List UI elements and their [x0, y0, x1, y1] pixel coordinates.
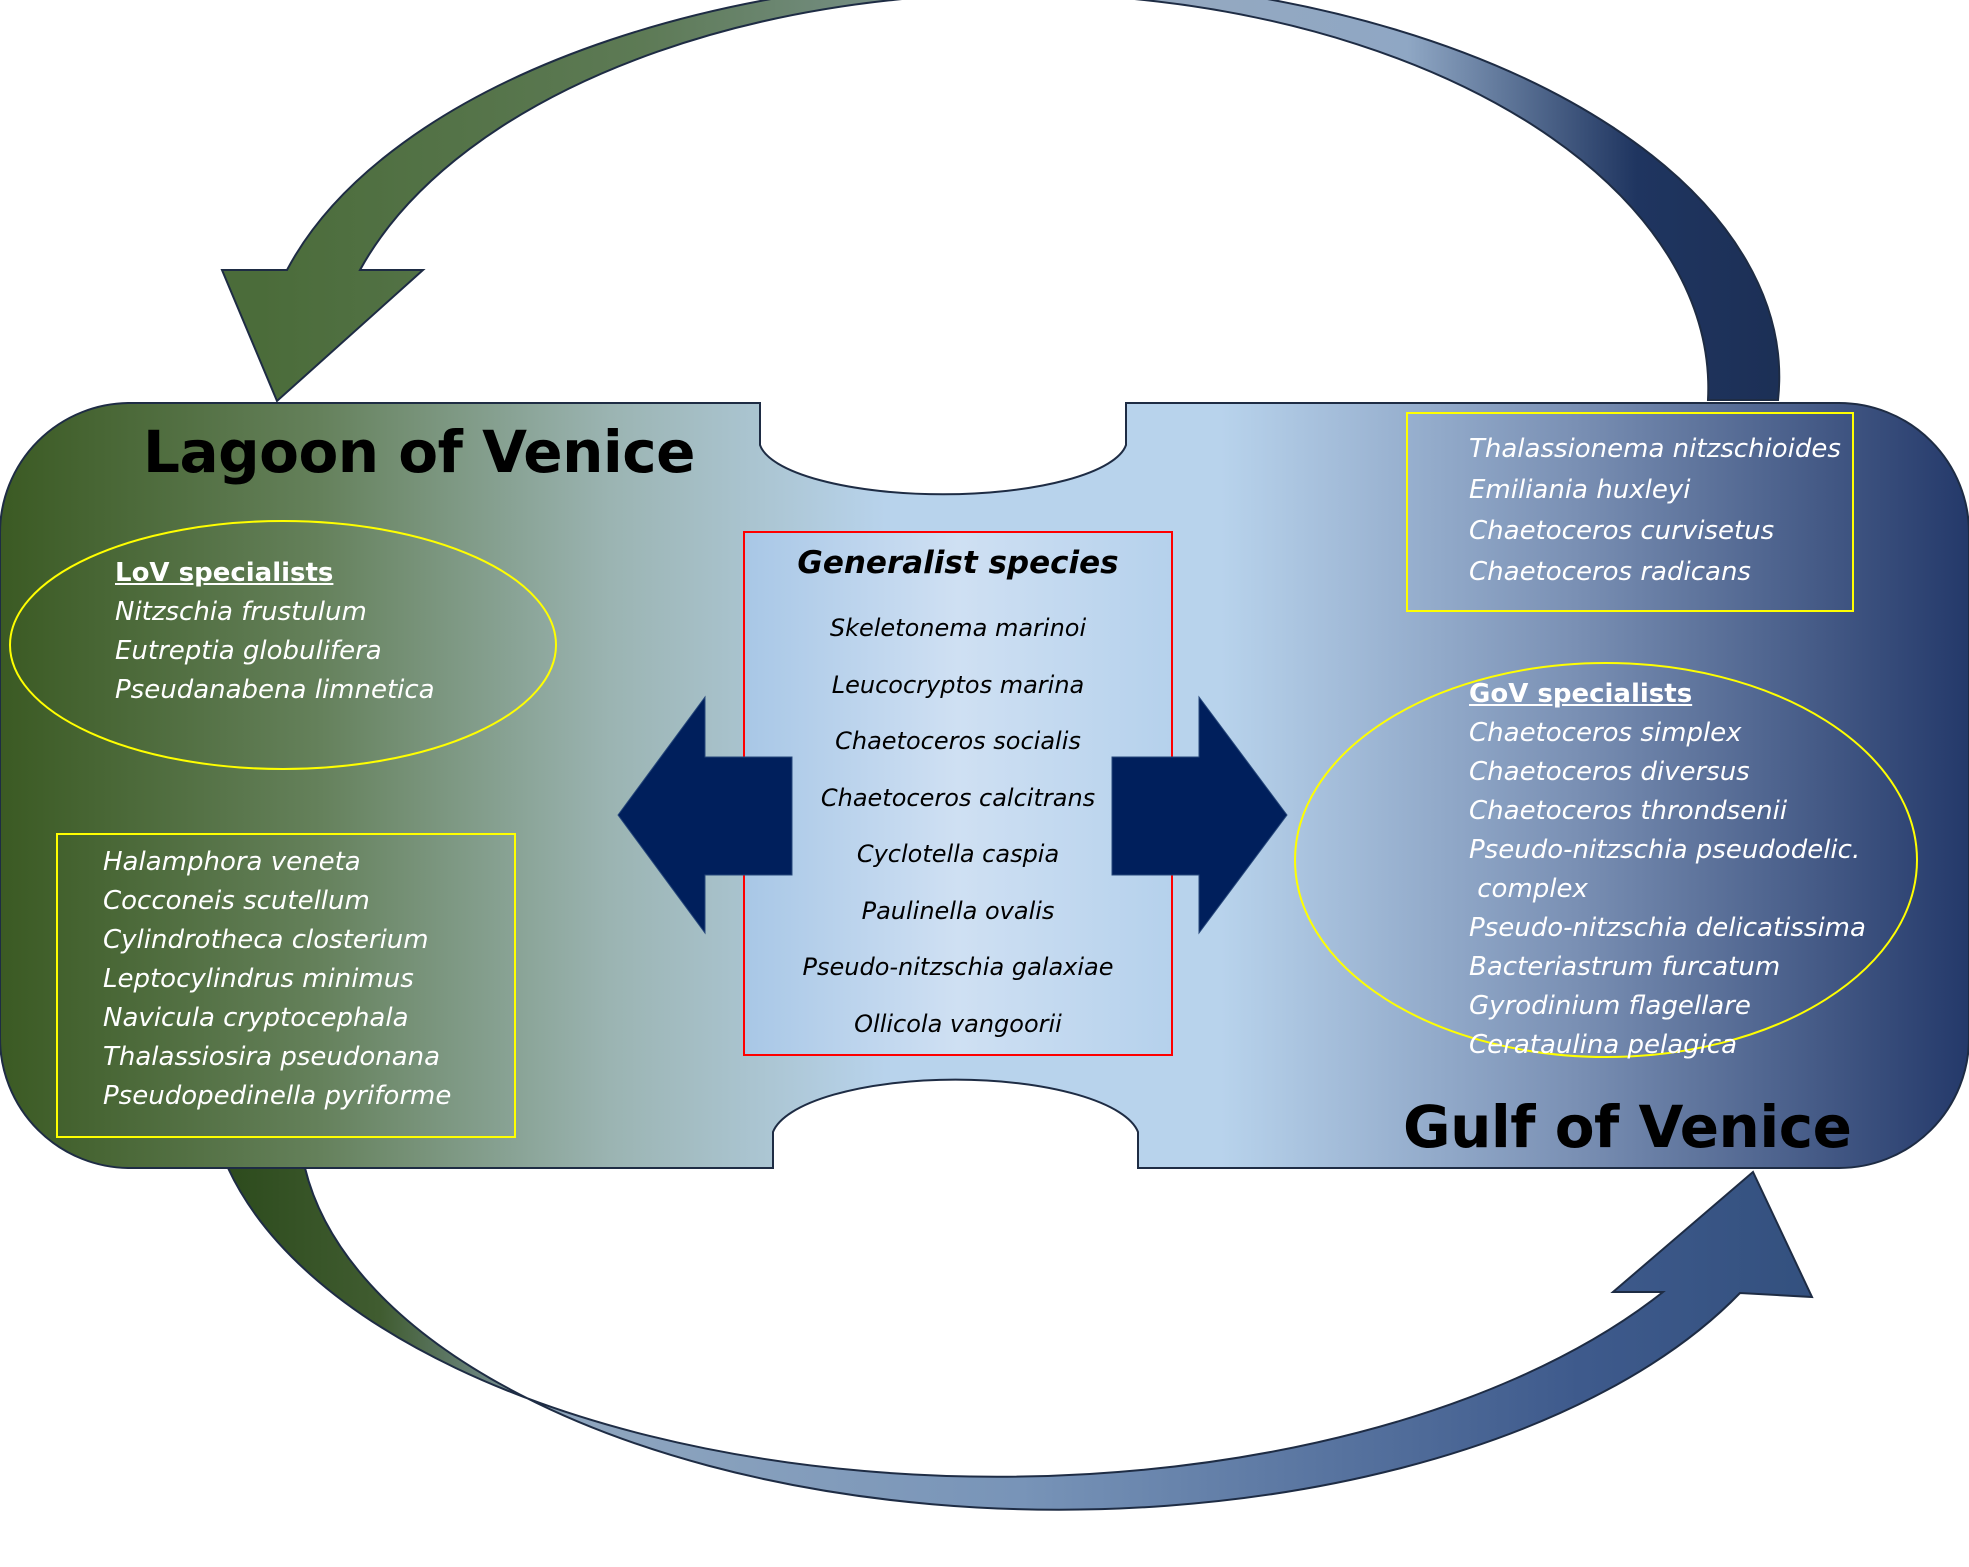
lov-specialists-ellipse [9, 520, 557, 770]
list-item: Skeletonema marinoi [829, 614, 1087, 642]
generalist-list: Skeletonema marinoi Leucocryptos marina … [744, 600, 1172, 1052]
list-item: Chaetoceros calcitrans [820, 783, 1096, 812]
generalist-title: Generalist species [797, 545, 1119, 581]
list-item: Emiliania huxleyi [1469, 475, 1691, 505]
gulf-species-box [1406, 412, 1854, 612]
list-item: Thalassiosira pseudonana [103, 1042, 441, 1072]
list-item: Nitzschia frustulum [115, 597, 367, 627]
lagoon-species-list: Halamphora veneta Cocconeis scutellum Cy… [103, 843, 451, 1116]
list-item: Eutreptia globulifera [115, 636, 382, 666]
lov-specialists-list: LoV specialists Nitzschia frustulum Eutr… [115, 554, 435, 710]
list-item: Leucocryptos marina [831, 670, 1085, 699]
list-item: Pseudo-nitzschia pseudodelic. [1469, 835, 1861, 865]
list-item: Navicula cryptocephala [103, 1003, 409, 1033]
list-item: Chaetoceros diversus [1469, 757, 1750, 787]
list-item: Pseudo-nitzschia delicatissima [1469, 913, 1866, 943]
list-item: Halamphora veneta [103, 847, 361, 877]
list-item: Pseudopedinella pyriforme [103, 1081, 452, 1111]
bottom-cycle-arrow [226, 1167, 1814, 1511]
list-item: Chaetoceros curvisetus [1469, 516, 1775, 546]
right-exchange-arrow [1111, 695, 1288, 935]
list-item: Chaetoceros radicans [1469, 557, 1751, 587]
list-item: Thalassionema nitzschioides [1469, 434, 1841, 464]
list-item: Paulinella ovalis [861, 896, 1055, 925]
top-cycle-arrow [220, 0, 1781, 403]
list-item: Chaetoceros throndsenii [1469, 796, 1788, 826]
list-item: Gyrodinium flagellare [1469, 991, 1751, 1021]
gulf-title: Gulf of Venice [1403, 1093, 1852, 1161]
list-item: Bacteriastrum furcatum [1469, 952, 1781, 982]
gov-specialists-heading: GoV specialists [1469, 679, 1693, 709]
list-item: Cocconeis scutellum [103, 886, 370, 916]
gov-specialists-list: GoV specialists Chaetoceros simplex Chae… [1469, 675, 1866, 1065]
gov-specialists-ellipse [1294, 662, 1918, 1058]
list-item: Cylindrotheca closterium [103, 925, 429, 955]
list-item: Chaetoceros socialis [835, 727, 1081, 755]
list-item: Cerataulina pelagica [1469, 1030, 1738, 1060]
list-item: Cyclotella caspia [856, 840, 1060, 868]
list-item: Leptocylindrus minimus [103, 964, 414, 994]
list-item: Chaetoceros simplex [1469, 718, 1742, 748]
list-item: Pseudo-nitzschia galaxiae [802, 953, 1114, 981]
left-exchange-arrow [617, 695, 793, 935]
list-item: Pseudanabena limnetica [115, 675, 435, 705]
lagoon-title: Lagoon of Venice [143, 418, 696, 486]
list-item: complex [1469, 874, 1588, 904]
lov-specialists-heading: LoV specialists [115, 558, 334, 588]
gulf-species-list: Thalassionema nitzschioides Emiliania hu… [1469, 429, 1841, 593]
list-item: Ollicola vangoorii [854, 1009, 1062, 1038]
lagoon-species-box [56, 833, 516, 1138]
generalist-box [743, 531, 1173, 1056]
